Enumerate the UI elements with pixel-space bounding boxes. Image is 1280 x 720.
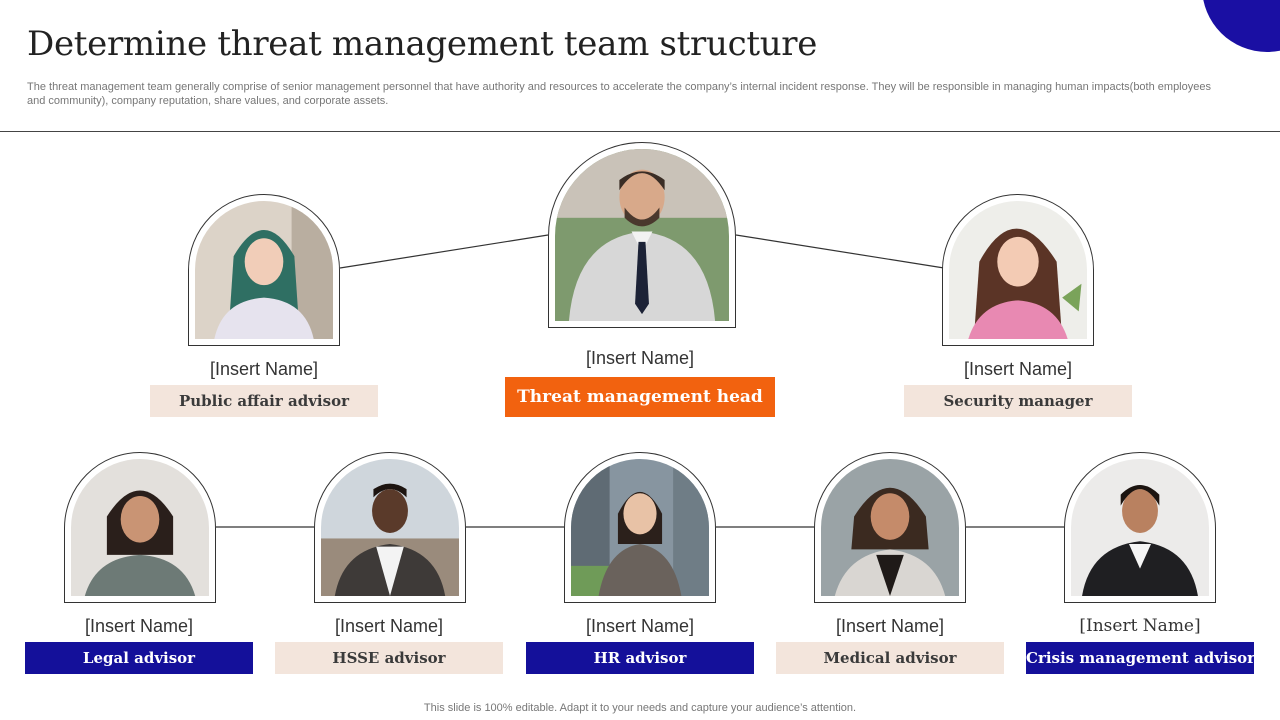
role-label-medical: Medical advisor (776, 642, 1004, 674)
member-photo-medical (814, 452, 966, 603)
member-name: [Insert Name] (84, 616, 194, 636)
page-subtitle: The threat management team generally com… (27, 81, 1211, 107)
member-photo-public-affair (188, 194, 340, 346)
role-label-crisis: Crisis management advisor (1026, 642, 1254, 674)
role-label-hsse: HSSE advisor (275, 642, 503, 674)
member-name: [Insert Name] (1079, 616, 1201, 636)
header-divider (0, 131, 1280, 132)
member-photo-legal (64, 452, 216, 603)
member-name: [Insert Name] (835, 616, 945, 636)
member-name: [Insert Name] (209, 359, 319, 379)
role-label-head: Threat management head (505, 377, 775, 417)
role-label-legal: Legal advisor (25, 642, 253, 674)
member-name: [Insert Name] (963, 359, 1073, 379)
member-photo-hsse (314, 452, 466, 603)
role-label-security: Security manager (904, 385, 1132, 417)
connector-head-right (735, 234, 945, 269)
member-photo-security (942, 194, 1094, 346)
member-name: [Insert Name] (585, 348, 695, 368)
page-title: Determine threat management team structu… (27, 24, 818, 64)
connector-head-left (339, 234, 549, 269)
member-photo-hr (564, 452, 716, 603)
member-photo-crisis (1064, 452, 1216, 603)
role-label-public-affair: Public affair advisor (150, 385, 378, 417)
member-name: [Insert Name] (334, 616, 444, 636)
footer-note: This slide is 100% editable. Adapt it to… (423, 702, 857, 714)
member-photo-head (548, 142, 736, 328)
member-name: [Insert Name] (585, 616, 695, 636)
role-label-hr: HR advisor (526, 642, 754, 674)
